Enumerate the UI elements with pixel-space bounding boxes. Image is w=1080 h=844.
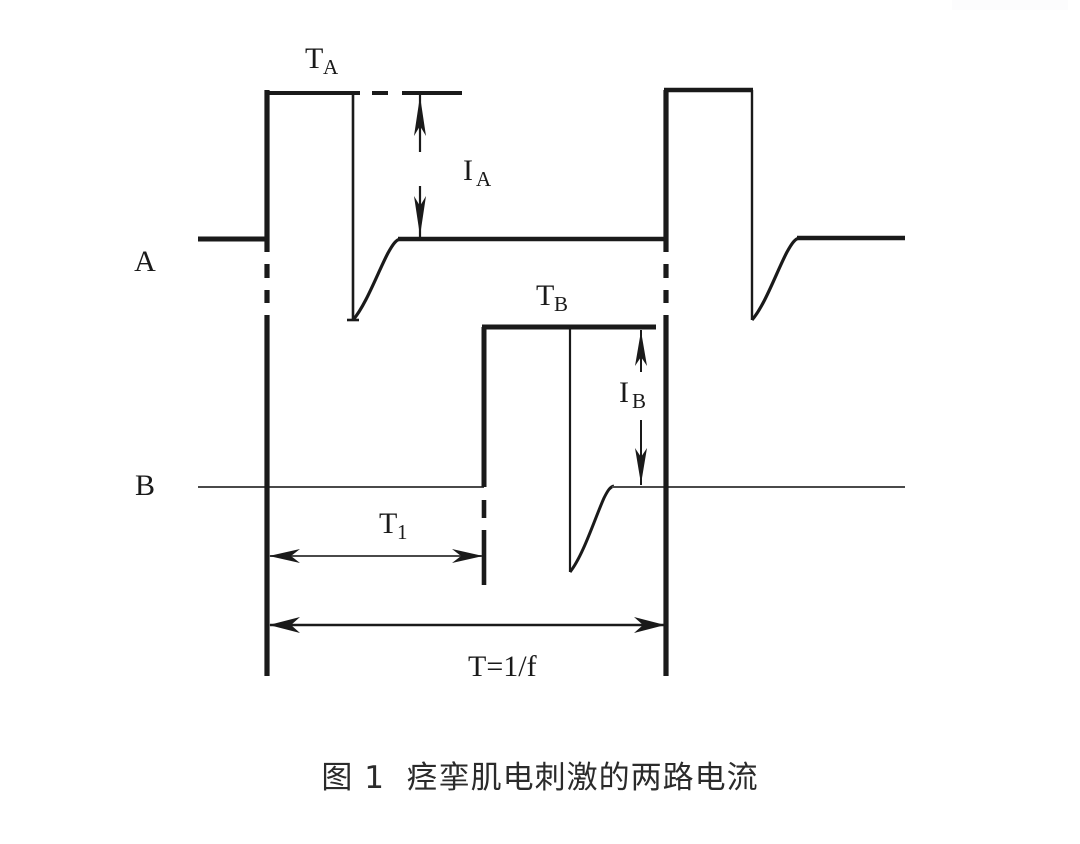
current-ia-measure-arrow <box>414 95 426 237</box>
t1-arrowhead-left-icon <box>269 549 300 563</box>
period-arrowhead-right-icon <box>634 617 665 633</box>
ib-arrowhead-up-icon <box>635 331 647 366</box>
label-t1: T 1 <box>379 507 408 544</box>
ib-arrowhead-down-icon <box>635 448 647 484</box>
channel-b-pulse-recovery-curve <box>568 484 615 573</box>
period-boundary-lines <box>264 90 669 676</box>
timing-t1-measure-arrow <box>269 549 483 563</box>
figure-caption: 图 1 痉挛肌电刺激的两路电流 <box>321 760 759 796</box>
label-ib-base: I <box>619 376 629 409</box>
label-ia: I A <box>463 154 492 191</box>
label-ib-subscript: B <box>632 389 646 413</box>
label-ta-base: T <box>305 42 323 75</box>
channel-a-pulse1-recovery-curve <box>351 237 401 322</box>
label-t1-base: T <box>379 507 397 540</box>
label-ta: T A <box>305 42 339 79</box>
label-tb-base: T <box>536 279 554 312</box>
label-ib: I B <box>619 376 646 413</box>
channel-a-pulse2-recovery-curve <box>750 236 800 322</box>
t1-arrowhead-right-icon <box>452 549 483 563</box>
label-ia-base: I <box>463 154 473 187</box>
label-ia-subscript: A <box>476 167 492 191</box>
ia-arrowhead-down-icon <box>414 196 426 236</box>
scan-artifact <box>952 0 1068 10</box>
label-ta-subscript: A <box>323 55 339 79</box>
channel-b-waveform <box>198 324 905 585</box>
label-period: T=1/f <box>468 650 537 683</box>
label-tb-subscript: B <box>554 292 568 316</box>
channel-a-label: A <box>134 245 156 278</box>
ia-arrowhead-up-icon <box>414 96 426 136</box>
current-ib-measure-arrow <box>635 330 647 485</box>
timing-period-measure-arrow <box>269 617 665 633</box>
label-t1-subscript: 1 <box>397 520 408 544</box>
channel-b-label: B <box>135 469 155 502</box>
period-arrowhead-left-icon <box>269 617 300 633</box>
label-tb: T B <box>536 279 568 316</box>
